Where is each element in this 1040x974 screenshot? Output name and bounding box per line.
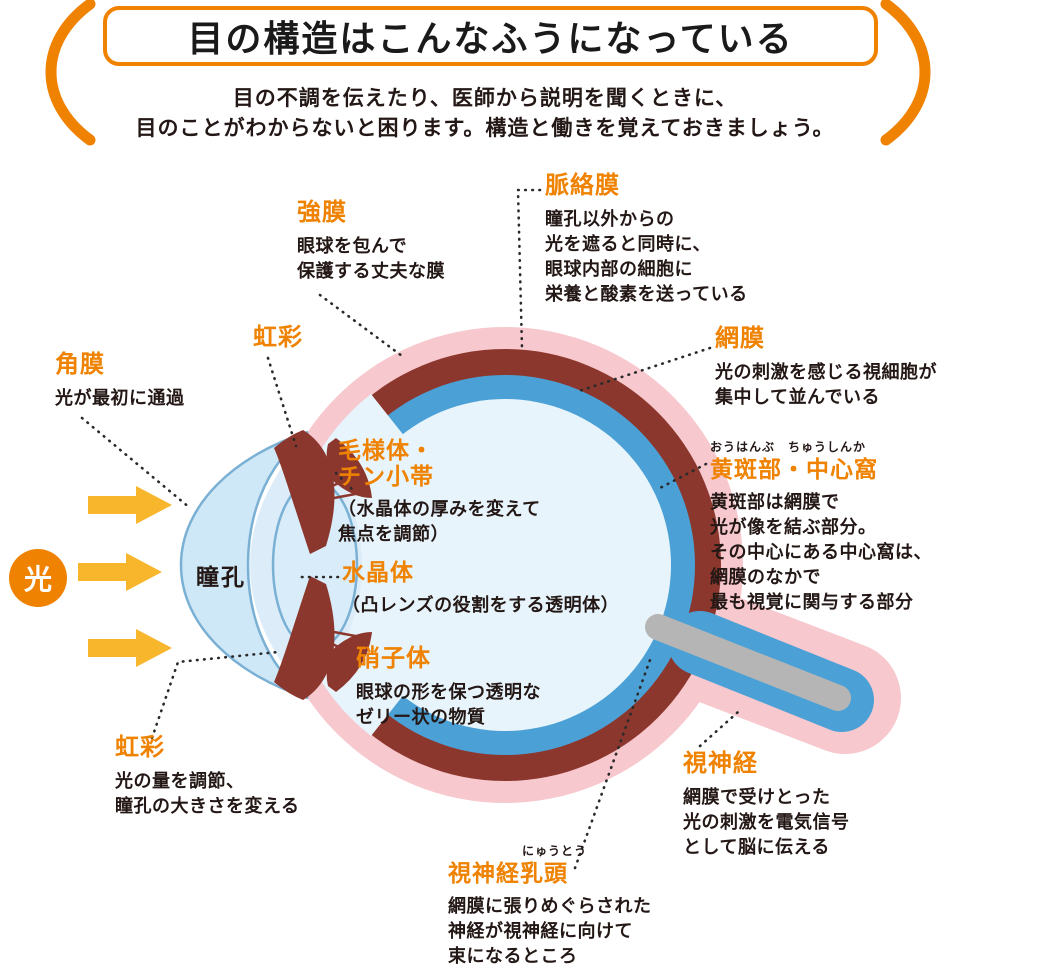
label-optic-disc: にゅうとう 視神経乳頭 網膜に張りめぐらされた 神経が視神経に向けて 束になると…	[448, 842, 652, 969]
leader-cornea	[80, 416, 192, 510]
part-desc-line: （凸レンズの役割をする透明体）	[342, 594, 620, 615]
part-title-sclera: 強膜	[297, 199, 347, 226]
iris-bottom-shape	[274, 576, 335, 700]
right-paren-decoration	[880, 0, 931, 146]
optic-disc-furigana: にゅうとう	[522, 844, 588, 858]
part-desc-line: 光が像を結ぶ部分。	[710, 516, 877, 537]
label-choroid: 脈絡膜 瞳孔以外からの 光を遮ると同時に、 眼球内部の細胞に 栄養と酸素を送って…	[545, 172, 748, 307]
leader-optic-disc	[573, 658, 652, 870]
label-iris-bottom: 虹彩 光の量を調節、 瞳孔の大きさを変える	[115, 734, 300, 819]
label-iris-top: 虹彩	[253, 324, 303, 359]
label-retina: 網膜 光の刺激を感じる視細胞が 集中して並んでいる	[715, 325, 937, 410]
part-desc-line: 瞳孔以外からの	[545, 208, 675, 229]
part-desc-line: 集中して並んでいる	[715, 386, 881, 407]
part-desc-line: その中心にある中心窩は、	[710, 541, 932, 562]
part-desc-line: 栄養と酸素を送っている	[545, 283, 748, 304]
part-desc-line: 眼球を包んで	[297, 235, 408, 256]
label-ciliary-body: 毛様体・ チン小帯 （水晶体の厚みを変えて 焦点を調節）	[338, 437, 541, 547]
part-desc-line: 保護する丈夫な膜	[297, 260, 445, 281]
label-macula: おうはんぶ ちゅうしんか 黄斑部・中心窩 黄斑部は網膜で 光が像を結ぶ部分。 そ…	[710, 438, 932, 615]
part-desc-line: （水晶体の厚みを変えて	[338, 498, 541, 519]
part-desc-line: 網膜で受けとった	[683, 786, 831, 807]
part-title-ciliary-line1: 毛様体・	[338, 437, 434, 463]
part-desc-line: 網膜に張りめぐらされた	[448, 895, 652, 916]
part-desc-line: 光の刺激を感じる視細胞が	[715, 361, 937, 382]
part-title-vitreous: 硝子体	[356, 645, 431, 672]
part-title-lens: 水晶体	[342, 559, 414, 585]
part-title-macula: 黄斑部・中心窩	[710, 456, 878, 482]
part-title-choroid: 脈絡膜	[545, 172, 620, 199]
light-arrow-bottom	[88, 629, 172, 667]
zonule-fiber	[333, 630, 367, 640]
part-title-retina: 網膜	[715, 325, 765, 352]
part-desc-line: 光の刺激を電気信号	[683, 811, 850, 832]
part-desc-line: 網膜のなかで	[710, 566, 821, 587]
part-desc-line: 光を遮ると同時に、	[545, 233, 711, 254]
light-badge: 光	[9, 549, 67, 607]
page-title: 目の構造はこんなふうになっている	[187, 18, 794, 59]
part-desc-line: 焦点を調節）	[338, 523, 449, 544]
part-title-iris-top: 虹彩	[253, 324, 303, 351]
part-title-optic-disc: 視神経乳頭	[448, 860, 568, 886]
part-desc-line: 束になるところ	[448, 945, 578, 966]
light-arrows	[78, 486, 172, 667]
iris-top-shape	[274, 430, 335, 554]
part-desc-line: ゼリー状の物質	[356, 706, 486, 727]
label-sclera: 強膜 眼球を包んで 保護する丈夫な膜	[297, 199, 445, 284]
part-desc-line: 瞳孔の大きさを変える	[115, 795, 300, 816]
leader-iris-top	[266, 356, 298, 448]
leader-ciliary	[334, 471, 356, 493]
part-desc-line: 光の量を調節、	[115, 770, 245, 791]
label-vitreous: 硝子体 眼球の形を保つ透明な ゼリー状の物質	[356, 645, 541, 730]
vitreous-shape	[339, 399, 671, 731]
part-desc-line: として脳に伝える	[683, 836, 830, 857]
subtitle-line-1: 目の不調を伝えたり、医師から説明を聞くときに、	[232, 87, 738, 110]
leader-macula	[658, 462, 708, 490]
label-lens: 水晶体 （凸レンズの役割をする透明体）	[342, 559, 620, 618]
pupil-label: 瞳孔	[196, 564, 246, 590]
part-title-iris-bottom: 虹彩	[115, 734, 165, 761]
title-box: 目の構造はこんなふうになっている	[103, 6, 878, 66]
part-title-optic-nerve: 視神経	[683, 750, 758, 777]
label-optic-nerve: 視神経 網膜で受けとった 光の刺激を電気信号 として脳に伝える	[683, 750, 850, 860]
leader-choroid	[516, 188, 542, 350]
light-arrow-middle	[78, 553, 162, 591]
eyeball-illustration	[179, 327, 901, 803]
part-title-cornea: 角膜	[55, 351, 105, 378]
left-paren-decoration	[45, 0, 96, 146]
leader-retina	[574, 346, 712, 394]
zonule-fiber	[333, 490, 367, 500]
part-desc-line: 眼球の形を保つ透明な	[356, 681, 541, 702]
part-title-ciliary-line2: チン小帯	[338, 462, 434, 489]
part-desc-line: 黄斑部は網膜で	[710, 491, 840, 512]
light-arrow-top	[88, 486, 172, 524]
part-desc-line: 光が最初に通過	[55, 387, 185, 408]
light-label: 光	[23, 564, 52, 595]
subtitle-line-2: 目のことがわからないと困ります。構造と働きを覚えておきましょう。	[135, 117, 835, 140]
leader-sclera	[318, 293, 404, 358]
leader-lines	[80, 188, 740, 870]
optic-nerve-fiber-shape	[645, 614, 851, 711]
label-cornea: 角膜 光が最初に通過	[55, 351, 185, 411]
leader-optic-nerve	[698, 710, 740, 748]
part-desc-line: 神経が視神経に向けて	[448, 920, 633, 941]
part-desc-line: 最も視覚に関与する部分	[710, 591, 914, 612]
part-desc-line: 眼球内部の細胞に	[545, 258, 693, 279]
macula-furigana: おうはんぶ ちゅうしんか	[710, 440, 867, 454]
